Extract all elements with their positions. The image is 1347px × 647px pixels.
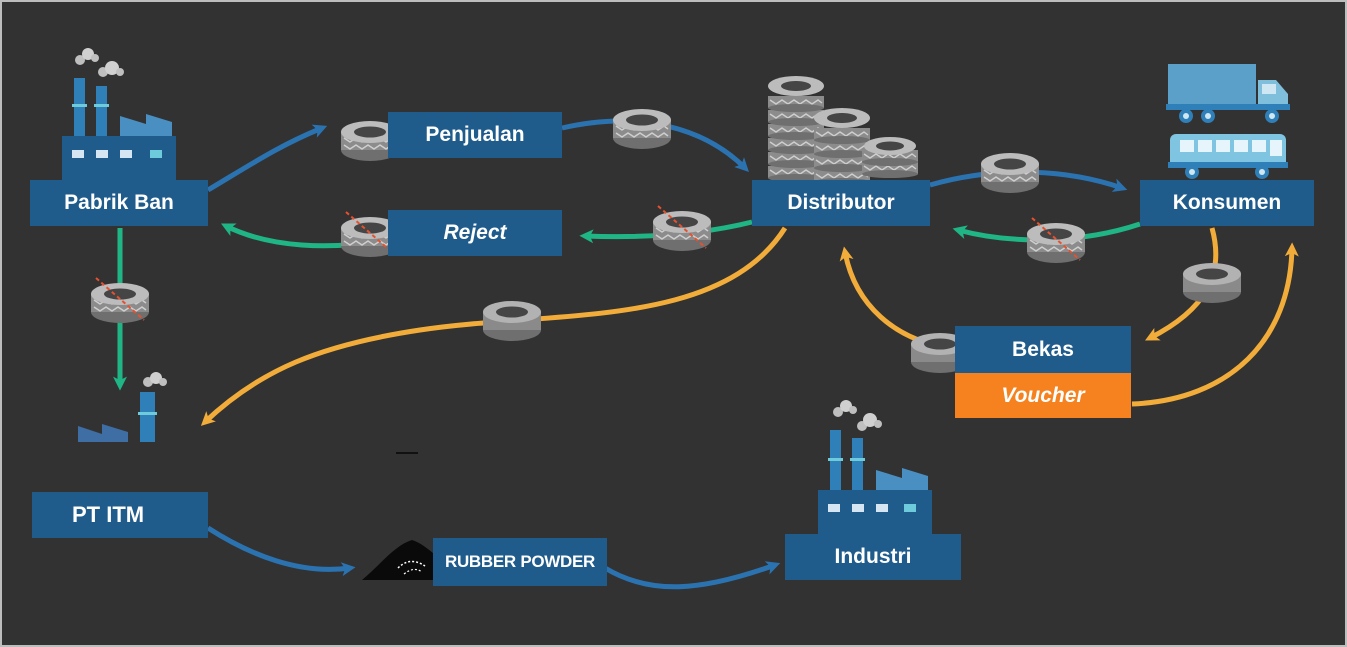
node-pabrik-ban: Pabrik Ban [30, 180, 208, 226]
node-rubber-powder: RUBBER POWDER [433, 538, 607, 586]
divider-mark [396, 452, 418, 454]
node-konsumen: Konsumen [1140, 180, 1314, 226]
node-distributor: Distributor [752, 180, 930, 226]
node-voucher: Voucher [955, 373, 1131, 418]
tire-icon [652, 205, 712, 252]
truck-icon [1166, 64, 1290, 123]
tire-icon [1026, 217, 1086, 264]
node-industri: Industri [785, 534, 961, 580]
node-pt-itm: PT ITM [32, 492, 208, 538]
factory-icon [78, 372, 167, 442]
arrow-pabrik-to-penjualan [206, 124, 328, 193]
arrow-distributor-to-pt-itm [200, 226, 788, 426]
arrow-pt-itm-to-rubber-powder [206, 525, 356, 577]
tire-icon [90, 277, 150, 324]
arrow-voucher-to-konsumen [1131, 242, 1299, 407]
tire-icon [1183, 263, 1241, 303]
tire-icon [483, 301, 541, 341]
tire-stack-icon [767, 76, 919, 187]
factory-icon [62, 48, 176, 180]
factory-icon [818, 400, 932, 534]
tire-icon [612, 108, 672, 150]
arrow-rubber-powder-to-industri [603, 561, 781, 590]
node-penjualan: Penjualan [388, 112, 562, 158]
node-bekas: Bekas [955, 326, 1131, 373]
bus-icon [1168, 134, 1288, 179]
tire-icon [980, 152, 1040, 194]
node-reject: Reject [388, 210, 562, 256]
